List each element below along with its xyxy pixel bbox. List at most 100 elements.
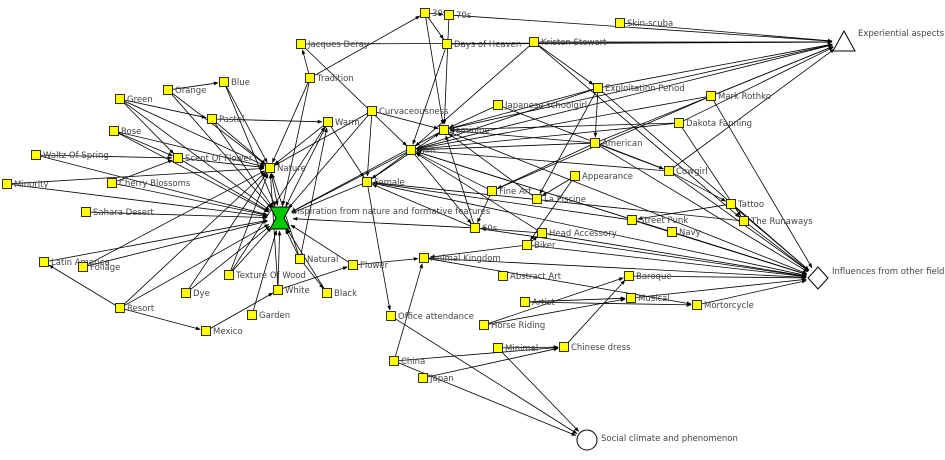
node-dye[interactable]: Dye [181, 288, 210, 300]
node-abstract-art[interactable]: Abstract Art [498, 271, 562, 283]
node-resort[interactable]: Resort [115, 303, 155, 315]
node-animal-kingdom-label: Animal Kingdom [431, 254, 501, 264]
node-dakota-fanning[interactable]: Dakota Fanning [674, 118, 753, 130]
edge-resort-to-inspiration [124, 224, 270, 306]
node-biker[interactable]: Biker [522, 240, 557, 252]
edge-foliage-to-nature [87, 170, 266, 266]
node-inspiration-from-nature-and-formative-features[interactable]: Inspiration from nature and formative fe… [269, 206, 491, 230]
edge-blue-to-nature [226, 86, 268, 164]
node-resort-marker [115, 303, 125, 313]
node-chinese-dress[interactable]: Chinese dress [559, 342, 632, 354]
node-china[interactable]: China [389, 356, 426, 368]
node-garden[interactable]: Garden [247, 310, 291, 322]
edge-natural-to-inspiration [285, 229, 299, 255]
node-natural-marker [295, 254, 305, 264]
node-navy-marker [667, 227, 677, 237]
edge-curv-to-nature [274, 113, 368, 166]
node-skin-scuba[interactable]: Skin-scuba [615, 18, 674, 30]
node-baroque[interactable]: Baroque [624, 271, 672, 283]
node-foliage-marker [78, 262, 88, 272]
node-60s-marker [470, 223, 480, 233]
node-curvaceousness-label: Curvaceousness [379, 107, 449, 117]
node-white[interactable]: White [273, 285, 310, 297]
node-texture-of-wood-marker [224, 270, 234, 280]
node-film[interactable]: Film [406, 145, 436, 157]
node-black-label: Black [334, 289, 357, 299]
node-japan-label: Japan [429, 374, 454, 384]
node-green[interactable]: Green [115, 94, 153, 106]
edge-dakota-to-experiential [683, 46, 834, 122]
edge-navy-to-film [416, 151, 668, 231]
node-scent-of-flower-label: Scent Of Flower [185, 154, 253, 164]
node-animal-kingdom[interactable]: Animal Kingdom [419, 253, 501, 265]
node-sahara-desert[interactable]: Sahara Desert [81, 207, 155, 219]
node-experiential-aspects[interactable]: Experiential aspects [832, 29, 945, 52]
edge-natural-to-warm [300, 127, 328, 255]
node-mark-rothko[interactable]: Mark Rothko [706, 91, 771, 103]
node-the-runaways[interactable]: The Runaways [739, 216, 814, 228]
edge-motorcycle-to-influences [701, 279, 807, 305]
node-mexico[interactable]: Mexico [201, 326, 243, 338]
node-days-of-heaven[interactable]: Days of Heaven [442, 39, 522, 51]
node-japan[interactable]: Japan [418, 373, 454, 385]
node-horse-riding-marker [479, 320, 489, 330]
node-jacques-deray[interactable]: Jacques Deray [296, 39, 370, 51]
node-dye-label: Dye [193, 289, 210, 299]
node-exploitation-period[interactable]: Exploitation Period [593, 83, 685, 95]
node-chinese-dress-label: Chinese dress [571, 343, 631, 353]
node-kristen-stewart[interactable]: Kristen Stewart [529, 37, 608, 49]
node-curvaceousness[interactable]: Curvaceousness [367, 106, 450, 118]
node-tradition[interactable]: Tradition [305, 73, 354, 85]
node-mortorcycle[interactable]: Mortorcycle [692, 300, 754, 312]
node-abstract-art-label: Abstract Art [510, 272, 562, 282]
node-nature[interactable]: Nature [265, 163, 306, 175]
node-cowgirl[interactable]: Cowgirl [664, 166, 708, 178]
node-japanese-schoolgirl[interactable]: Japanese schoolgirl [493, 100, 588, 112]
node-influences-from-other-fields[interactable]: Influences from other fields [807, 266, 945, 290]
node-blue[interactable]: Blue [219, 77, 250, 89]
node-scent-of-flower[interactable]: Scent Of Flower [173, 153, 253, 165]
node-black[interactable]: Black [322, 288, 358, 300]
node-orange[interactable]: Orange [163, 85, 207, 97]
edge-american-to-experiential [599, 46, 834, 142]
node-office-attendance[interactable]: Office attendance [386, 311, 474, 323]
node-texture-of-wood[interactable]: Texture Of Wood [224, 270, 306, 282]
node-rose[interactable]: Rose [109, 126, 142, 138]
edge-orange-to-blue [172, 81, 219, 90]
node-waltz-of-spring[interactable]: Waltz Of Spring [31, 150, 109, 162]
node-natural[interactable]: Natural [295, 254, 339, 266]
node-pastel[interactable]: Pastel [207, 114, 245, 126]
node-artist[interactable]: Artist [520, 297, 556, 309]
node-30s[interactable]: 30s [420, 8, 448, 20]
node-american[interactable]: American [590, 138, 643, 150]
node-warm[interactable]: Warm [323, 117, 360, 129]
edge-exploit-to-experiential [602, 43, 833, 88]
edge-artist-to-motorcycle [529, 301, 692, 307]
node-70s[interactable]: 70s [444, 10, 472, 22]
node-tattoo[interactable]: Tattoo [726, 199, 765, 211]
node-biker-label: Biker [534, 241, 556, 251]
edge-jacques-to-film [304, 47, 408, 147]
node-female[interactable]: Female [362, 177, 405, 189]
node-social-climate-and-phenomenon[interactable]: Social climate and phenomenon [576, 429, 738, 451]
node-musical[interactable]: Musical [626, 293, 670, 305]
node-minority[interactable]: Minority [2, 179, 49, 191]
node-street-punk[interactable]: Street Punk [627, 215, 689, 227]
node-60s[interactable]: 60s [470, 223, 498, 235]
node-fine-art[interactable]: Fine Art [487, 186, 533, 198]
node-minimal[interactable]: Minimal [493, 343, 539, 355]
edge-green-to-inspiration [123, 101, 270, 211]
node-foliage[interactable]: Foliage [78, 262, 121, 274]
node-appearance[interactable]: Appearance [570, 171, 634, 183]
node-flower[interactable]: Flower [348, 260, 389, 272]
node-waltz-of-spring-marker [31, 150, 41, 160]
node-influences-from-other-fields-marker [807, 266, 829, 290]
node-la-piscine[interactable]: La Piscine [532, 194, 587, 206]
node-head-accessory[interactable]: Head Accessory [537, 228, 617, 240]
node-head-accessory-label: Head Accessory [549, 229, 617, 239]
node-horse-riding[interactable]: Horse Riding [479, 320, 546, 332]
node-cherry-blossoms[interactable]: Cherry Blossoms [107, 178, 191, 190]
node-navy[interactable]: Navy [667, 227, 701, 239]
node-feminine[interactable]: Feminine [439, 125, 490, 137]
